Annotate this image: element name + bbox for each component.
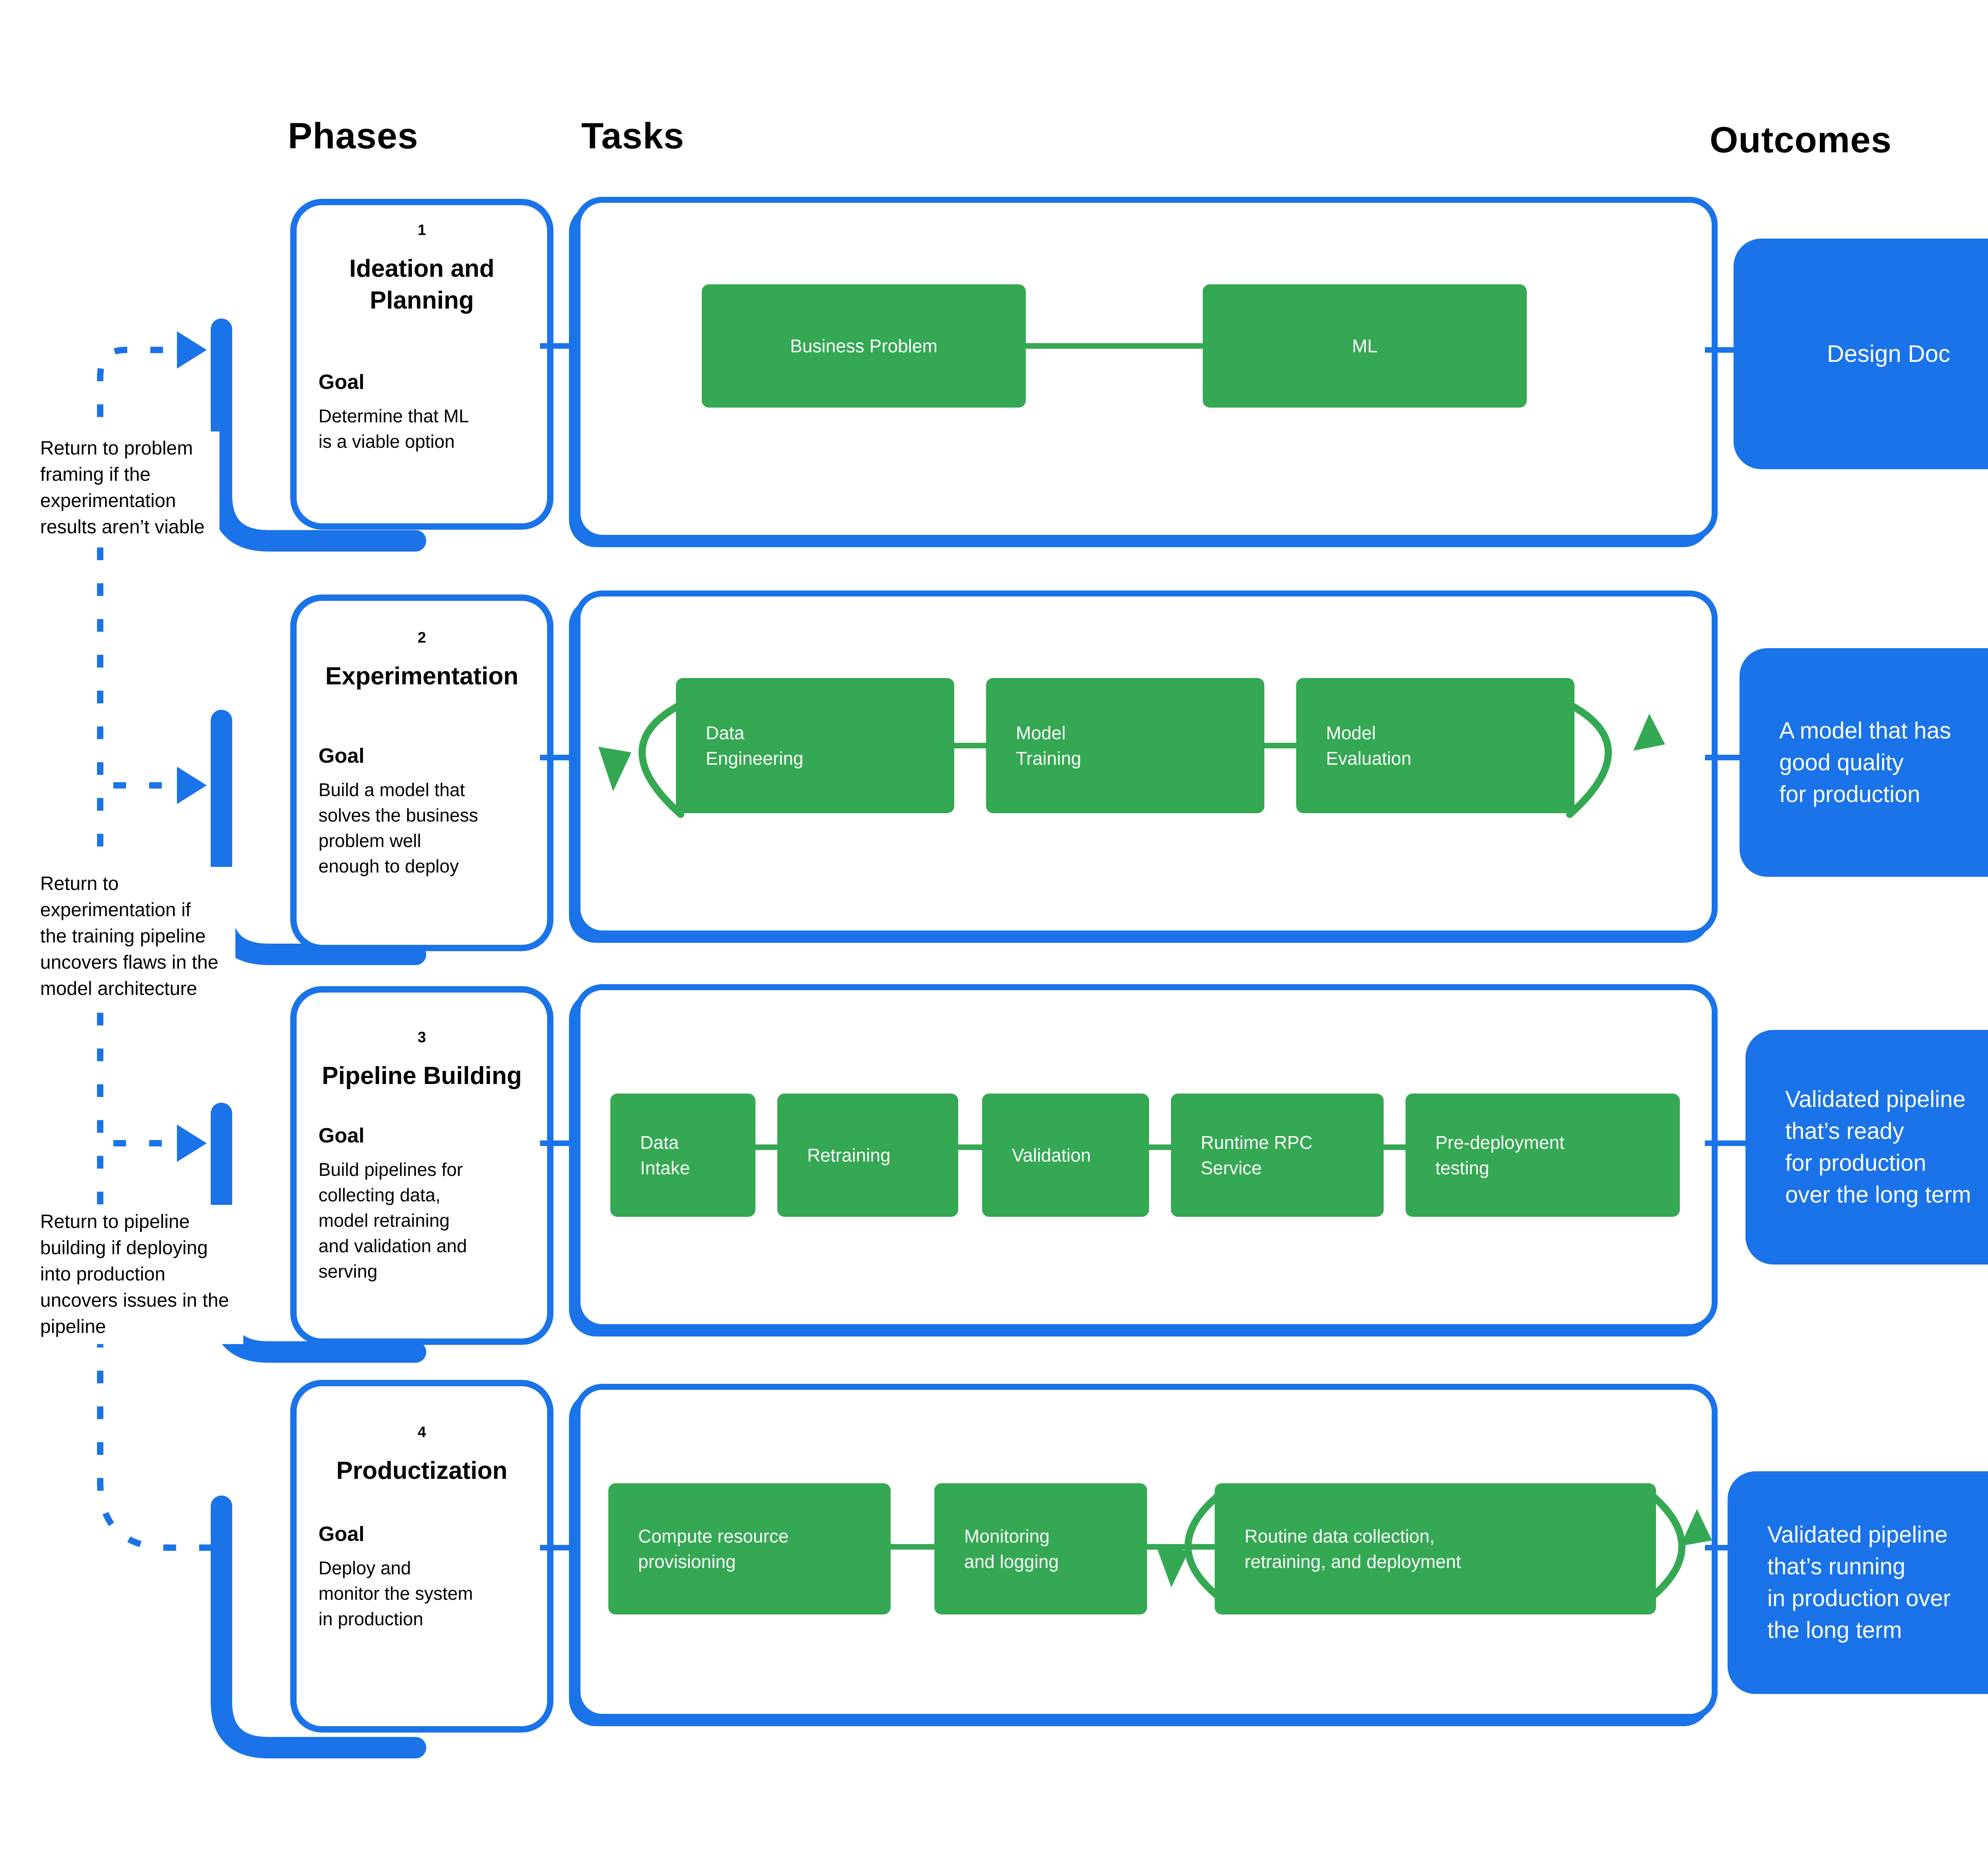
connector-intake-retraining: [755, 1144, 779, 1150]
task-ml: ML: [1203, 284, 1527, 408]
connector-tasks3-outcome: [1705, 1140, 1747, 1146]
phase-card-experimentation: 2 Experimentation Goal Build a model tha…: [290, 594, 553, 951]
task-runtime-rpc: Runtime RPC Service: [1171, 1094, 1384, 1217]
phase-number: 2: [417, 629, 426, 646]
phase-title: Productization: [336, 1457, 508, 1484]
connector-retraining-validation: [957, 1144, 984, 1150]
task-model-evaluation: Model Evaluation: [1296, 678, 1574, 813]
connector-phase2-tasks: [540, 755, 576, 760]
phase-goal-text: Build a model that solves the business p…: [318, 779, 478, 876]
phase-card-productization: 4 Productization Goal Deploy and monitor…: [290, 1380, 553, 1733]
connector-tasks2-outcome: [1705, 755, 1741, 760]
task-model-training: Model Training: [986, 678, 1264, 813]
phase-card-ideation: 1 Ideation and Planning Goal Determine t…: [290, 199, 553, 530]
phase-goal-label: Goal: [318, 744, 365, 767]
connector-phase4-tasks: [540, 1545, 576, 1550]
arrow-right-phase1-icon: [177, 331, 207, 369]
phase-goal-text: Build pipelines for collecting data, mod…: [318, 1159, 467, 1282]
connector-training-evaluation: [1264, 743, 1298, 748]
phase-goal-label: Goal: [318, 371, 365, 394]
outcome-validated-pipeline-running: Validated pipeline that’s running in pro…: [1728, 1471, 1988, 1694]
phase-title: Ideation and Planning: [349, 255, 495, 314]
connector-rpc-testing: [1383, 1144, 1407, 1150]
phase-goal-text: Determine that ML is a viable option: [318, 406, 469, 452]
arrow-right-phase2-icon: [177, 767, 207, 804]
outcome-validated-pipeline-ready: Validated pipeline that’s ready for prod…: [1745, 1030, 1988, 1265]
arrow-right-phase3-icon: [177, 1125, 207, 1162]
connector-dataeng-training: [953, 743, 988, 748]
outcomes-header: Outcomes: [1710, 120, 1892, 160]
connector-compute-monitoring: [890, 1544, 936, 1550]
connector-businessproblem-ml: [1025, 343, 1204, 349]
task-compute-provisioning: Compute resource provisioning: [608, 1483, 891, 1614]
connector-validation-rpc: [1148, 1144, 1172, 1150]
phase-number: 4: [417, 1424, 426, 1441]
phase-goal-text: Deploy and monitor the system in product…: [318, 1558, 473, 1629]
phase-number: 1: [417, 222, 426, 239]
annotation-return-pipeline-building: Return to pipeline building if deploying…: [38, 1205, 243, 1344]
connector-monitoring-routine: [1146, 1544, 1216, 1550]
outcome-design-doc: Design Doc: [1734, 239, 1988, 469]
phase-goal-label: Goal: [318, 1523, 365, 1546]
connector-phase3-tasks: [540, 1140, 576, 1146]
phases-header: Phases: [288, 116, 419, 156]
connector-tasks4-outcome: [1705, 1545, 1729, 1550]
phase-title: Experimentation: [325, 662, 518, 690]
phase-title: Pipeline Building: [322, 1062, 522, 1090]
outcome-quality-model: A model that has good quality for produc…: [1740, 648, 1988, 877]
task-retraining: Retraining: [777, 1094, 958, 1217]
task-data-intake: Data Intake: [610, 1094, 755, 1217]
task-predeployment-testing: Pre-deployment testing: [1406, 1094, 1680, 1217]
annotation-return-problem-framing: Return to problem framing if the experim…: [38, 431, 219, 544]
task-data-engineering: Data Engineering: [676, 678, 954, 813]
phase-card-pipeline-building: 3 Pipeline Building Goal Build pipelines…: [290, 986, 553, 1345]
task-business-problem: Business Problem: [702, 284, 1026, 408]
phase-number: 3: [417, 1029, 426, 1046]
annotation-return-experimentation: Return to experimentation if the trainin…: [38, 867, 235, 1006]
task-validation: Validation: [982, 1094, 1149, 1217]
phase-goal-label: Goal: [318, 1124, 365, 1147]
task-monitoring-logging: Monitoring and logging: [934, 1483, 1147, 1614]
connector-tasks1-outcome: [1705, 347, 1735, 353]
connector-phase1-tasks: [540, 343, 576, 349]
task-routine-collection: Routine data collection, retraining, and…: [1215, 1483, 1656, 1614]
tasks-header: Tasks: [581, 116, 685, 156]
